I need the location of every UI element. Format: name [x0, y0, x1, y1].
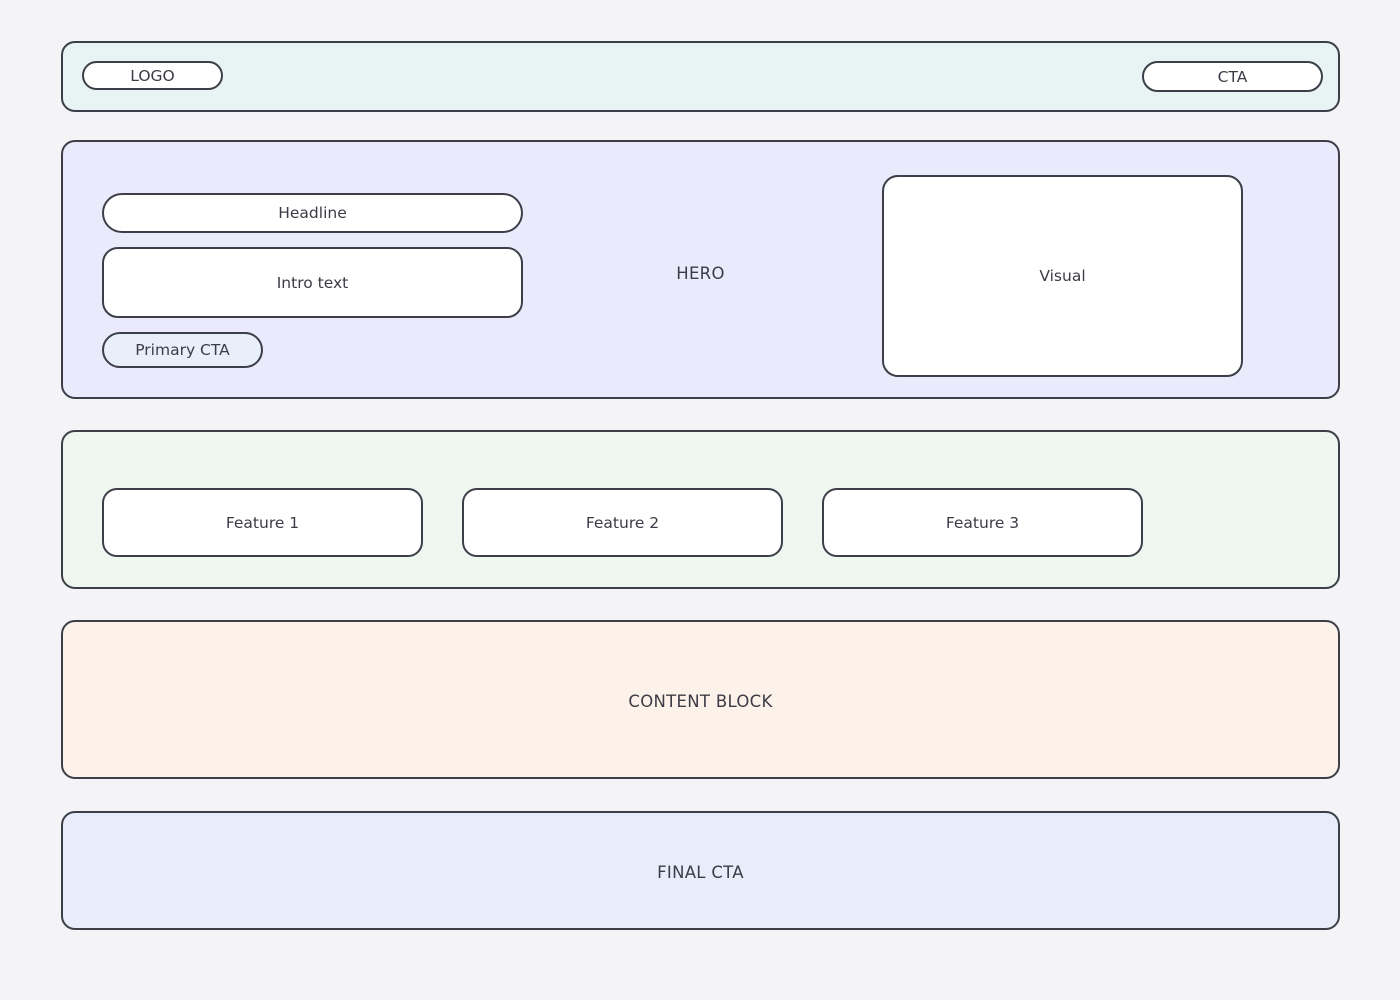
content-block-section: CONTENT BLOCK [61, 620, 1340, 779]
features-section: Feature 1 Feature 2 Feature 3 [61, 430, 1340, 589]
feature-card[interactable]: Feature 3 [822, 488, 1143, 557]
hero-visual-placeholder: Visual [882, 175, 1243, 377]
hero-primary-cta-button[interactable]: Primary CTA [102, 332, 263, 368]
header-cta-button[interactable]: CTA [1142, 61, 1323, 92]
hero-section: HERO Headline Intro text Primary CTA Vis… [61, 140, 1340, 399]
logo-placeholder[interactable]: LOGO [82, 61, 223, 90]
final-cta-section: FINAL CTA [61, 811, 1340, 930]
feature-card[interactable]: Feature 2 [462, 488, 783, 557]
header-section: LOGO CTA [61, 41, 1340, 112]
hero-intro-text-placeholder: Intro text [102, 247, 523, 318]
content-block-label: CONTENT BLOCK [628, 692, 773, 711]
hero-headline-placeholder: Headline [102, 193, 523, 233]
final-cta-label: FINAL CTA [657, 863, 744, 882]
feature-card[interactable]: Feature 1 [102, 488, 423, 557]
